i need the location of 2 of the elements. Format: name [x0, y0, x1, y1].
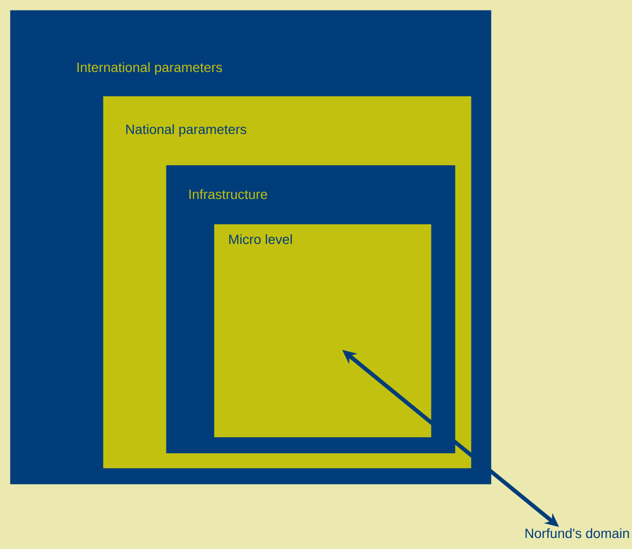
domain-label: Norfund's domain: [526, 528, 629, 538]
nested-box: Micro level: [214, 224, 432, 438]
